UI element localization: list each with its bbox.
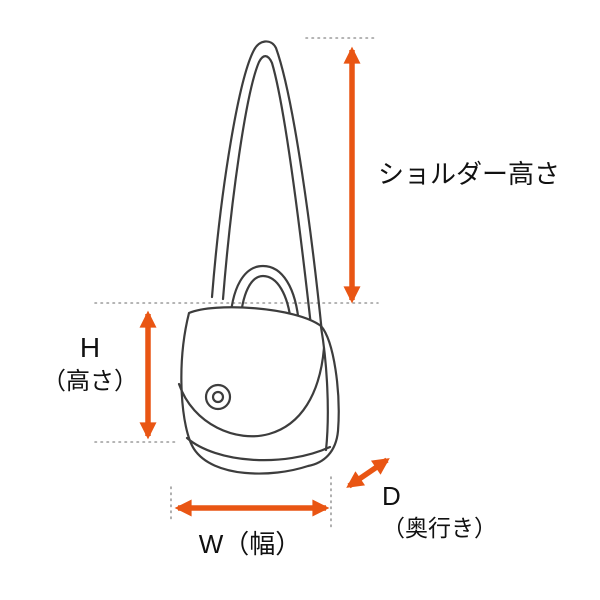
handle-inner-line	[238, 274, 293, 327]
snap-button-inner	[211, 390, 225, 404]
bag-illustration	[177, 40, 340, 475]
bag-body	[180, 306, 340, 475]
width-label: W（幅）	[198, 529, 302, 559]
depth-label-letter: D	[382, 481, 401, 511]
gusset-line	[319, 325, 329, 452]
handle-outer-line	[228, 264, 301, 329]
measurement-arrows	[139, 46, 390, 517]
shoulder-height-label: ショルダー高さ	[378, 159, 561, 189]
height-label: H （高さ）	[28, 332, 152, 396]
flap-edge-line	[177, 346, 326, 438]
height-label-sub: （高さ）	[42, 368, 138, 396]
depth-arrow	[346, 457, 390, 489]
snap-button-outer	[204, 383, 232, 411]
strap-inner-line	[221, 55, 314, 337]
height-label-letter: H	[79, 332, 101, 363]
depth-label: D （奥行き）	[382, 481, 497, 541]
depth-label-sub: （奥行き）	[382, 514, 497, 541]
guide-lines	[94, 37, 379, 529]
strap-outer-line	[210, 40, 324, 335]
bottom-seam-line	[185, 436, 332, 462]
